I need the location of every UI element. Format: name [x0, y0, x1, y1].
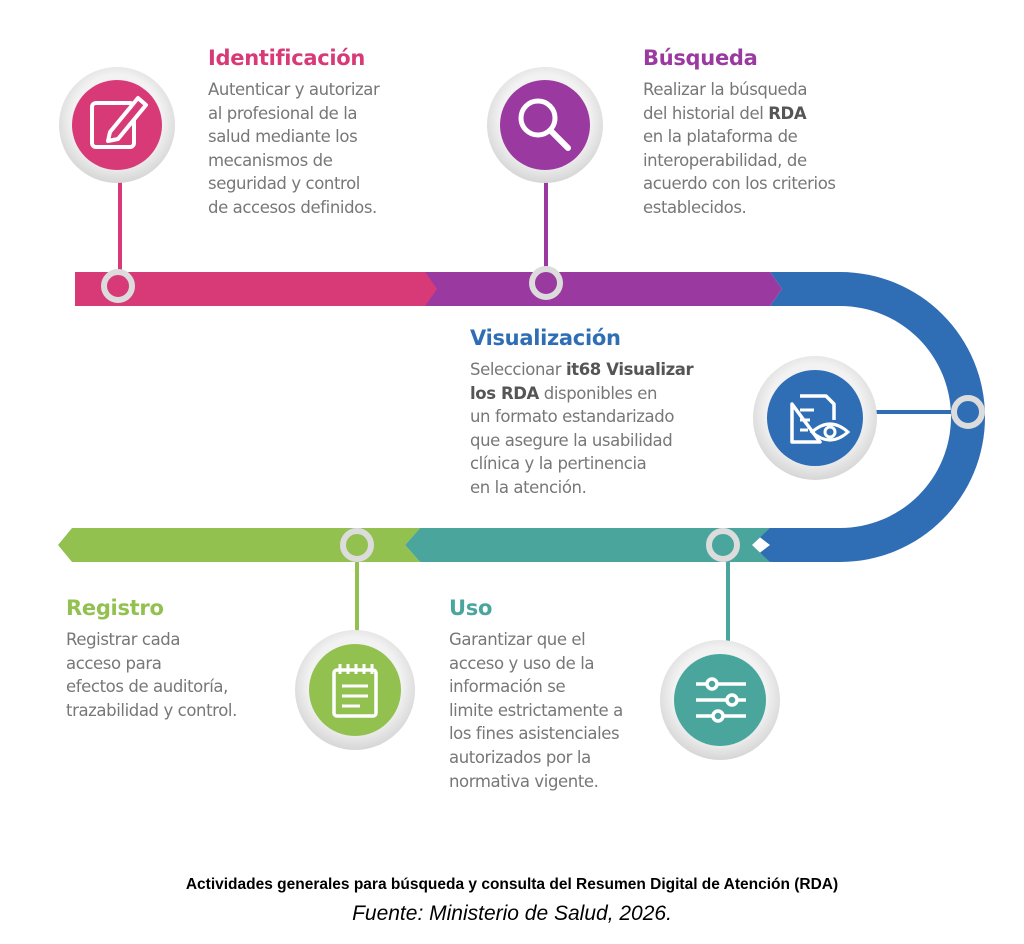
node-ring-visualizacion: [951, 395, 985, 429]
step-text-line: normativa vigente.: [449, 771, 599, 791]
band-identificacion: [75, 272, 437, 306]
step-text-line: acceso para: [66, 653, 162, 673]
step-text-line: un formato estandarizado: [470, 407, 675, 427]
node-ring-uso: [706, 528, 740, 562]
step-text-line: los RDA disponibles en: [470, 382, 693, 406]
step-text-line: seguridad y control: [208, 174, 360, 194]
text-bold: it68 Visualizar: [565, 360, 694, 379]
step-text-line: interoperabilidad, de: [643, 150, 807, 170]
step-uso: Uso Garantizar que el acceso y uso de la…: [449, 596, 623, 793]
text-bold: RDA: [768, 103, 807, 123]
step-text-line: establecidos.: [643, 197, 747, 217]
notepad-icon: [295, 630, 415, 750]
step-text-line: acceso y uso de la: [449, 653, 595, 673]
step-title: Visualización: [470, 326, 621, 350]
step-text-line: los fines asistenciales: [449, 724, 620, 744]
step-visualizacion: Visualización Seleccionar it68 Visualiza…: [470, 326, 694, 500]
step-text-line: limite estrictamente a: [449, 700, 623, 720]
step-text-line: Autenticar y autorizar: [208, 80, 380, 99]
search-icon: [487, 67, 603, 183]
text-bold: los RDA: [470, 383, 539, 403]
step-text-line: al profesional de la: [208, 103, 358, 123]
step-text-line: clínica y la pertinencia: [470, 454, 647, 474]
step-title: Uso: [449, 596, 493, 620]
step-text-line: información se: [449, 677, 566, 697]
step-text-line: salud mediante los: [208, 127, 358, 147]
step-text-line: Seleccionar it68 Visualizar: [470, 358, 694, 382]
band-busqueda: [420, 272, 782, 306]
step-title: Búsqueda: [643, 46, 758, 70]
step-text-line: Garantizar que el: [449, 630, 586, 649]
step-text-line: que asegure la usabilidad: [470, 430, 673, 450]
step-registro: Registro Registrar cada acceso para efec…: [66, 596, 237, 722]
step-text-line: efectos de auditoría,: [66, 677, 228, 697]
step-title: Identificación: [208, 46, 366, 70]
edit-icon: [59, 67, 175, 183]
node-ring-busqueda: [529, 266, 563, 300]
sliders-icon: [660, 640, 780, 760]
step-text-line: trazabilidad y control.: [66, 700, 237, 720]
step-text-line: de accesos definidos.: [208, 197, 377, 217]
step-text-line: autorizados por la: [449, 747, 591, 767]
step-busqueda: Búsqueda Realizar la búsqueda del histor…: [643, 46, 836, 220]
step-title: Registro: [66, 596, 164, 620]
text: Seleccionar: [470, 360, 566, 379]
step-text-line: del historial del RDA: [643, 102, 836, 126]
step-text-line: mecanismos de: [208, 150, 333, 170]
text: disponibles en: [538, 383, 658, 403]
band-registro: [58, 528, 420, 562]
step-text-line: en la plataforma de: [643, 127, 798, 147]
band-uso: [405, 528, 770, 562]
text: del historial del: [643, 103, 769, 123]
figure-source: Fuente: Ministerio de Salud, 2026.: [352, 902, 672, 925]
document-eye-icon: [753, 356, 877, 480]
step-text-line: acuerdo con los criterios: [643, 174, 836, 194]
step-text-line: Realizar la búsqueda: [643, 80, 808, 99]
band-visualizacion: [748, 272, 985, 562]
step-text-line: Registrar cada: [66, 630, 181, 649]
node-ring-registro: [340, 528, 374, 562]
figure-caption: Actividades generales para búsqueda y co…: [185, 876, 839, 893]
step-text-line: en la atención.: [470, 477, 587, 497]
step-identificacion: Identificación Autenticar y autorizar al…: [208, 46, 380, 220]
node-ring-identificacion: [101, 269, 135, 303]
